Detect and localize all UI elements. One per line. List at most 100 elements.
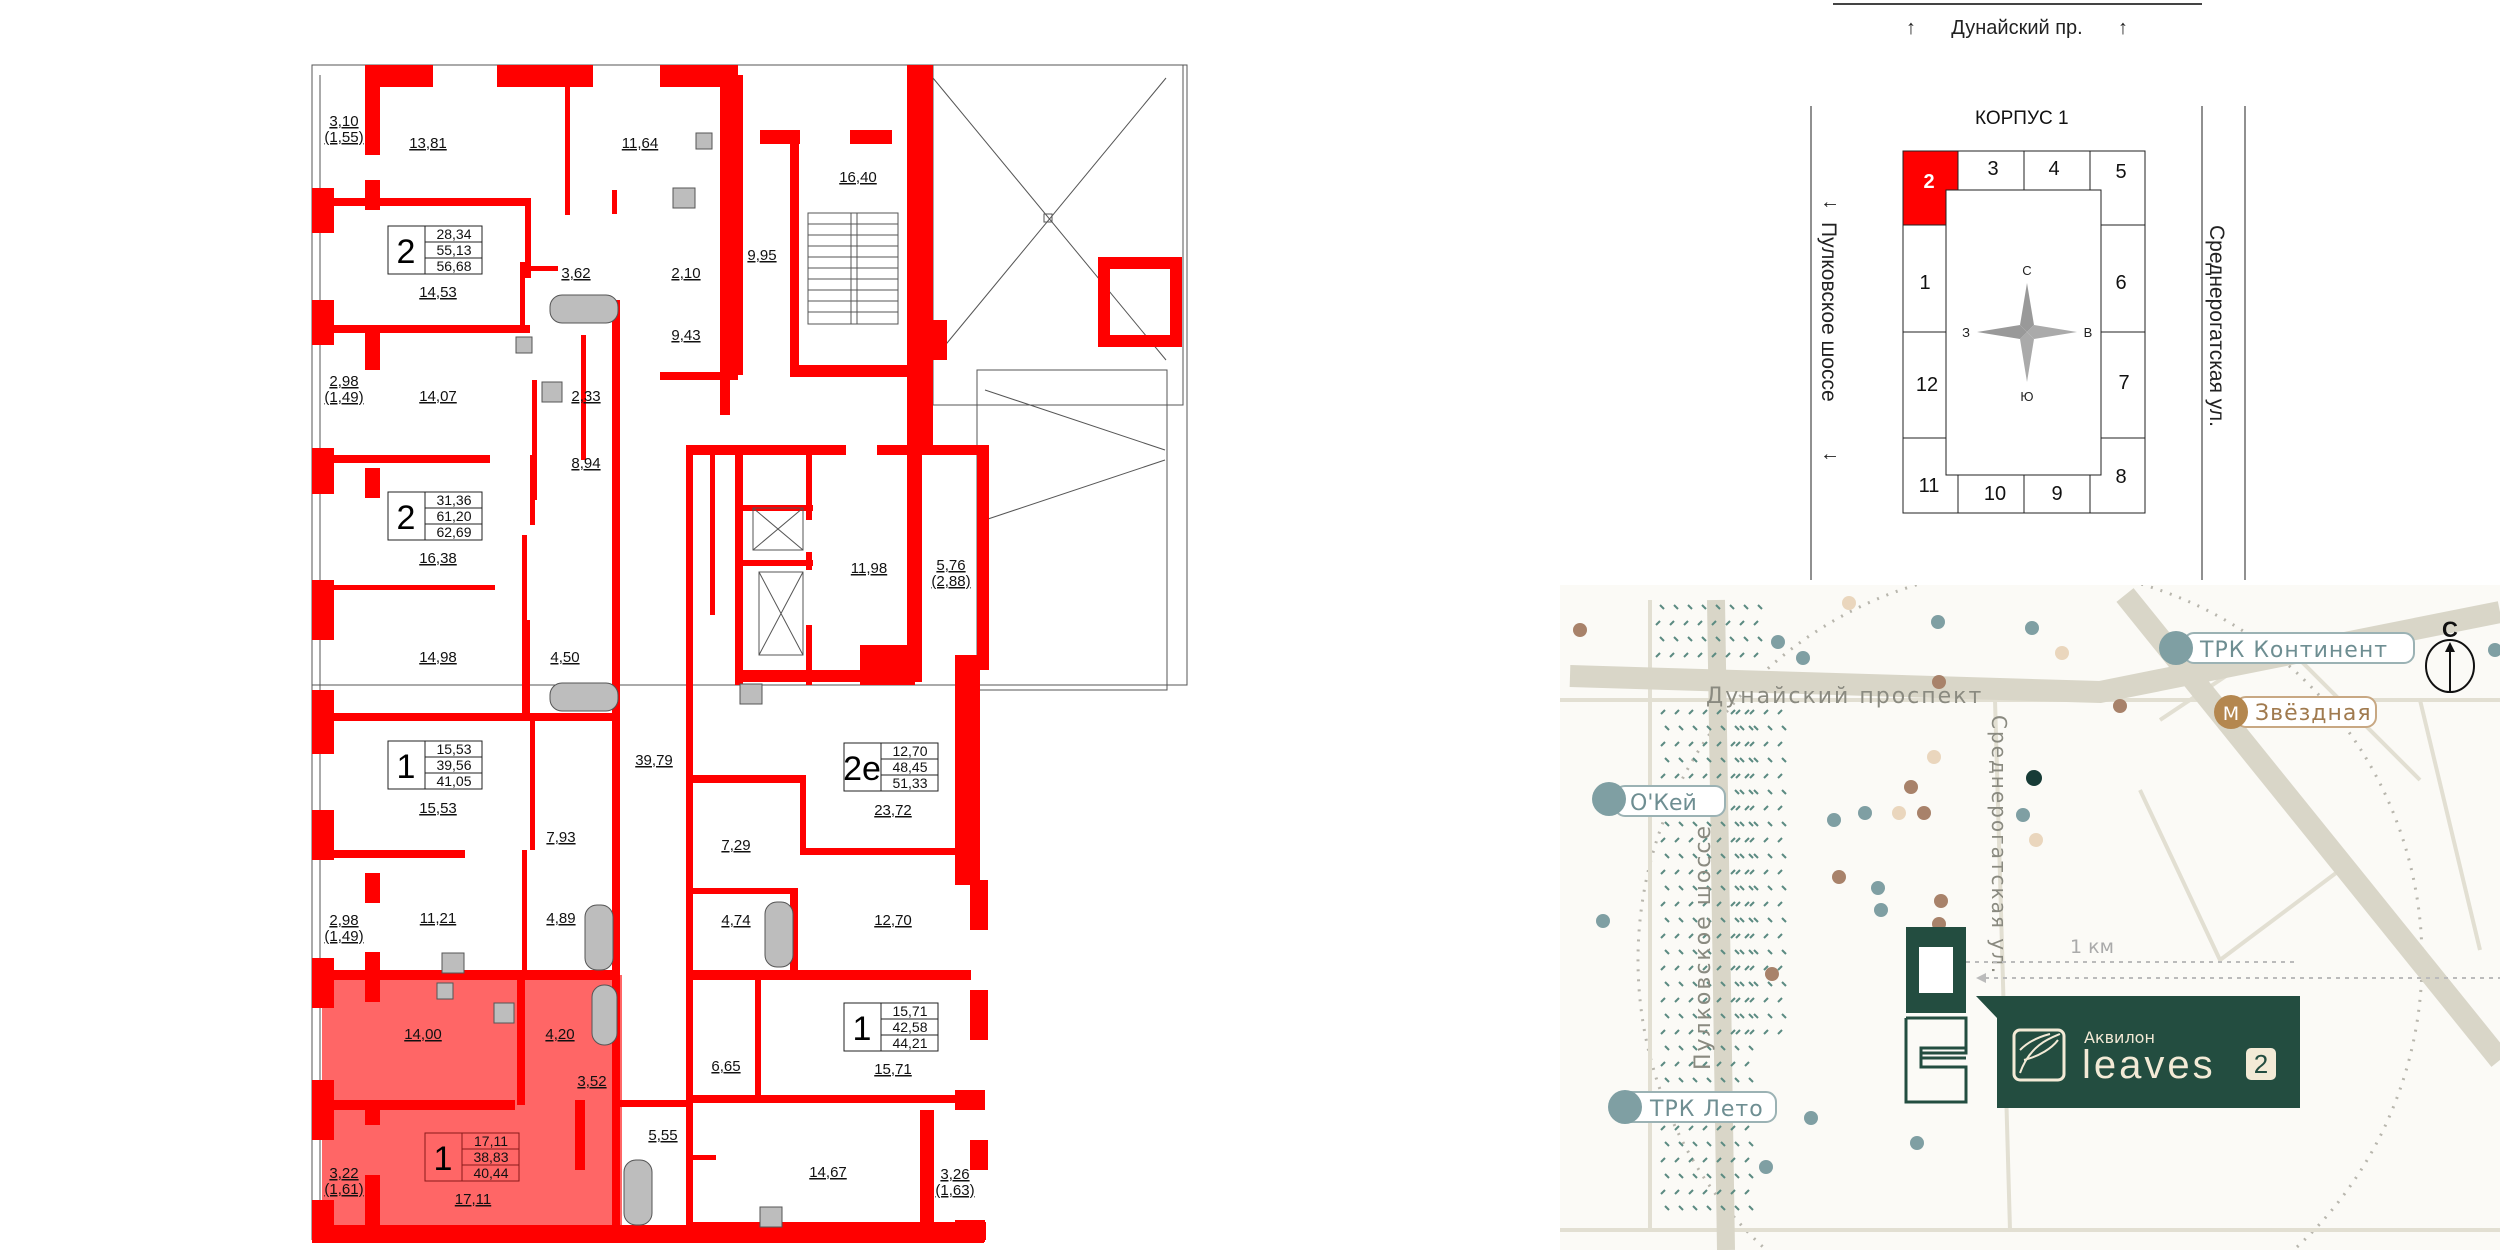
sink-icon (436, 982, 454, 1000)
street-label-pulkovo: Пулковское шоссе (1691, 824, 1716, 1070)
north-arrow-icon: С (2425, 617, 2475, 693)
svg-text:51,33: 51,33 (892, 775, 927, 791)
svg-text:62,69: 62,69 (436, 524, 471, 540)
svg-text:(1,49): (1,49) (324, 389, 363, 406)
svg-text:Звёздная: Звёздная (2255, 701, 2372, 726)
room-area: 15,71 (874, 1061, 912, 1078)
room-area: 4,50 (550, 649, 579, 666)
apartment-summary[interactable]: 2 31,36 61,20 62,69 (387, 491, 483, 541)
building-label: КОРПУС 1 (1975, 108, 2069, 129)
svg-text:12: 12 (1916, 374, 1938, 396)
room-area: 2,10 (671, 265, 700, 282)
svg-text:З: З (1962, 325, 1970, 340)
svg-text:(2,88): (2,88) (931, 573, 970, 590)
svg-text:2: 2 (397, 499, 416, 537)
room-area: 11,21 (420, 910, 456, 927)
stove-icon (493, 1002, 515, 1024)
svg-text:11: 11 (1919, 475, 1940, 497)
svg-text:1: 1 (397, 748, 416, 786)
section-3[interactable] (1957, 150, 2025, 192)
staircase (807, 212, 899, 325)
corridor-area: 39,79 (635, 752, 673, 769)
section-4[interactable] (2023, 150, 2091, 192)
svg-text:2,98: 2,98 (329, 373, 358, 390)
svg-text:15,71: 15,71 (892, 1003, 927, 1019)
svg-text:31,36: 31,36 (436, 492, 471, 508)
stove-icon (441, 952, 465, 974)
poi-okey[interactable]: О'Кей (1592, 782, 1726, 817)
street-label-left: Пулковское шоссе (1817, 222, 1840, 402)
arrow-up-icon: ↑ (2118, 17, 2128, 39)
svg-text:10: 10 (1984, 483, 2006, 505)
arrow-left-icon: ← (1820, 443, 1840, 465)
stove-icon (739, 683, 763, 705)
svg-text:С: С (2022, 263, 2031, 278)
room-area: 7,93 (546, 829, 575, 846)
svg-text:ТРК Континент: ТРК Континент (2199, 638, 2388, 663)
svg-text:7: 7 (2118, 372, 2129, 394)
svg-text:55,13: 55,13 (436, 242, 471, 258)
section-7[interactable] (2100, 331, 2146, 439)
bathtub-icon (623, 1159, 653, 1226)
room-area: 13,81 (409, 135, 447, 152)
svg-text:1: 1 (434, 1140, 453, 1178)
section-6[interactable] (2100, 224, 2146, 333)
street-label-danube: Дунайский проспект (1706, 684, 1983, 709)
terrace-outline (311, 64, 1188, 686)
bathtub-icon (549, 682, 619, 712)
svg-text:5,76: 5,76 (936, 557, 965, 574)
apartment-summary[interactable]: 2 28,34 55,13 56,68 (387, 225, 483, 275)
poi-metro-zvezdnaya[interactable]: М Звёздная (2214, 695, 2377, 729)
svg-text:3,10: 3,10 (329, 113, 358, 130)
svg-text:17,11: 17,11 (474, 1133, 508, 1149)
svg-text:3,22: 3,22 (329, 1165, 358, 1182)
brand-product: leaves (2082, 1043, 2216, 1087)
location-map: Дунайский проспект Пулковское шоссе Сред… (1560, 585, 2500, 1250)
project-buildings (1904, 927, 1968, 1104)
stove-icon (759, 1206, 783, 1228)
svg-text:48,45: 48,45 (892, 759, 927, 775)
street-label-right: Среднерогатская ул. (2205, 225, 2228, 427)
leaf-logo-icon (2012, 1028, 2066, 1082)
bathtub-icon (584, 904, 614, 971)
sink-icon (695, 132, 713, 150)
sink-icon (515, 336, 533, 354)
room-area: 2,33 (571, 388, 600, 405)
svg-text:61,20: 61,20 (436, 508, 471, 524)
fixtures (436, 132, 794, 1228)
room-area: 6,65 (711, 1058, 740, 1075)
arrow-up-icon: ↑ (1906, 17, 1916, 39)
room-area: 14,67 (809, 1164, 847, 1181)
svg-text:40,44: 40,44 (473, 1165, 508, 1181)
svg-text:56,68: 56,68 (436, 258, 471, 274)
svg-text:(1,63): (1,63) (935, 1182, 974, 1199)
room-area: 9,95 (747, 247, 776, 264)
bathtub-icon (591, 984, 618, 1046)
room-area: 14,53 (419, 284, 457, 301)
svg-text:2,98: 2,98 (329, 912, 358, 929)
roof-terrace (932, 64, 1184, 691)
svg-text:6: 6 (2115, 272, 2126, 294)
apartment-summary[interactable]: 2е 12,70 48,45 51,33 (843, 742, 939, 792)
svg-text:8: 8 (2115, 466, 2126, 488)
compass-rose-icon: С Ю З В (1962, 263, 2092, 404)
room-area: 16,40 (839, 169, 877, 186)
room-area: 5,55 (648, 1127, 677, 1144)
section-1[interactable] (1902, 224, 1947, 333)
svg-text:1: 1 (853, 1010, 872, 1048)
poi-trk-kontinent[interactable]: ТРК Континент (2159, 631, 2415, 665)
svg-text:3,26: 3,26 (940, 1166, 969, 1183)
svg-text:(1,55): (1,55) (324, 129, 363, 146)
poi-trk-leto[interactable]: ТРК Лето (1608, 1090, 1777, 1124)
arrow-left-icon: ← (1820, 191, 1840, 213)
brand-banner: Аквилон leaves 2 (1976, 996, 2300, 1108)
room-area: 8,94 (571, 455, 600, 472)
apartment-summary[interactable]: 1 15,53 39,56 41,05 (387, 740, 483, 790)
svg-text:Ю: Ю (2020, 389, 2033, 404)
bathtub-icon (549, 294, 619, 324)
svg-text:3: 3 (1987, 158, 1998, 180)
metro-icon: М (2223, 703, 2239, 725)
apartment-summary[interactable]: 1 15,71 42,58 44,21 (843, 1002, 939, 1052)
svg-text:9: 9 (2051, 483, 2062, 505)
apartment-summary-selected[interactable]: 1 17,11 38,83 40,44 (424, 1132, 520, 1182)
